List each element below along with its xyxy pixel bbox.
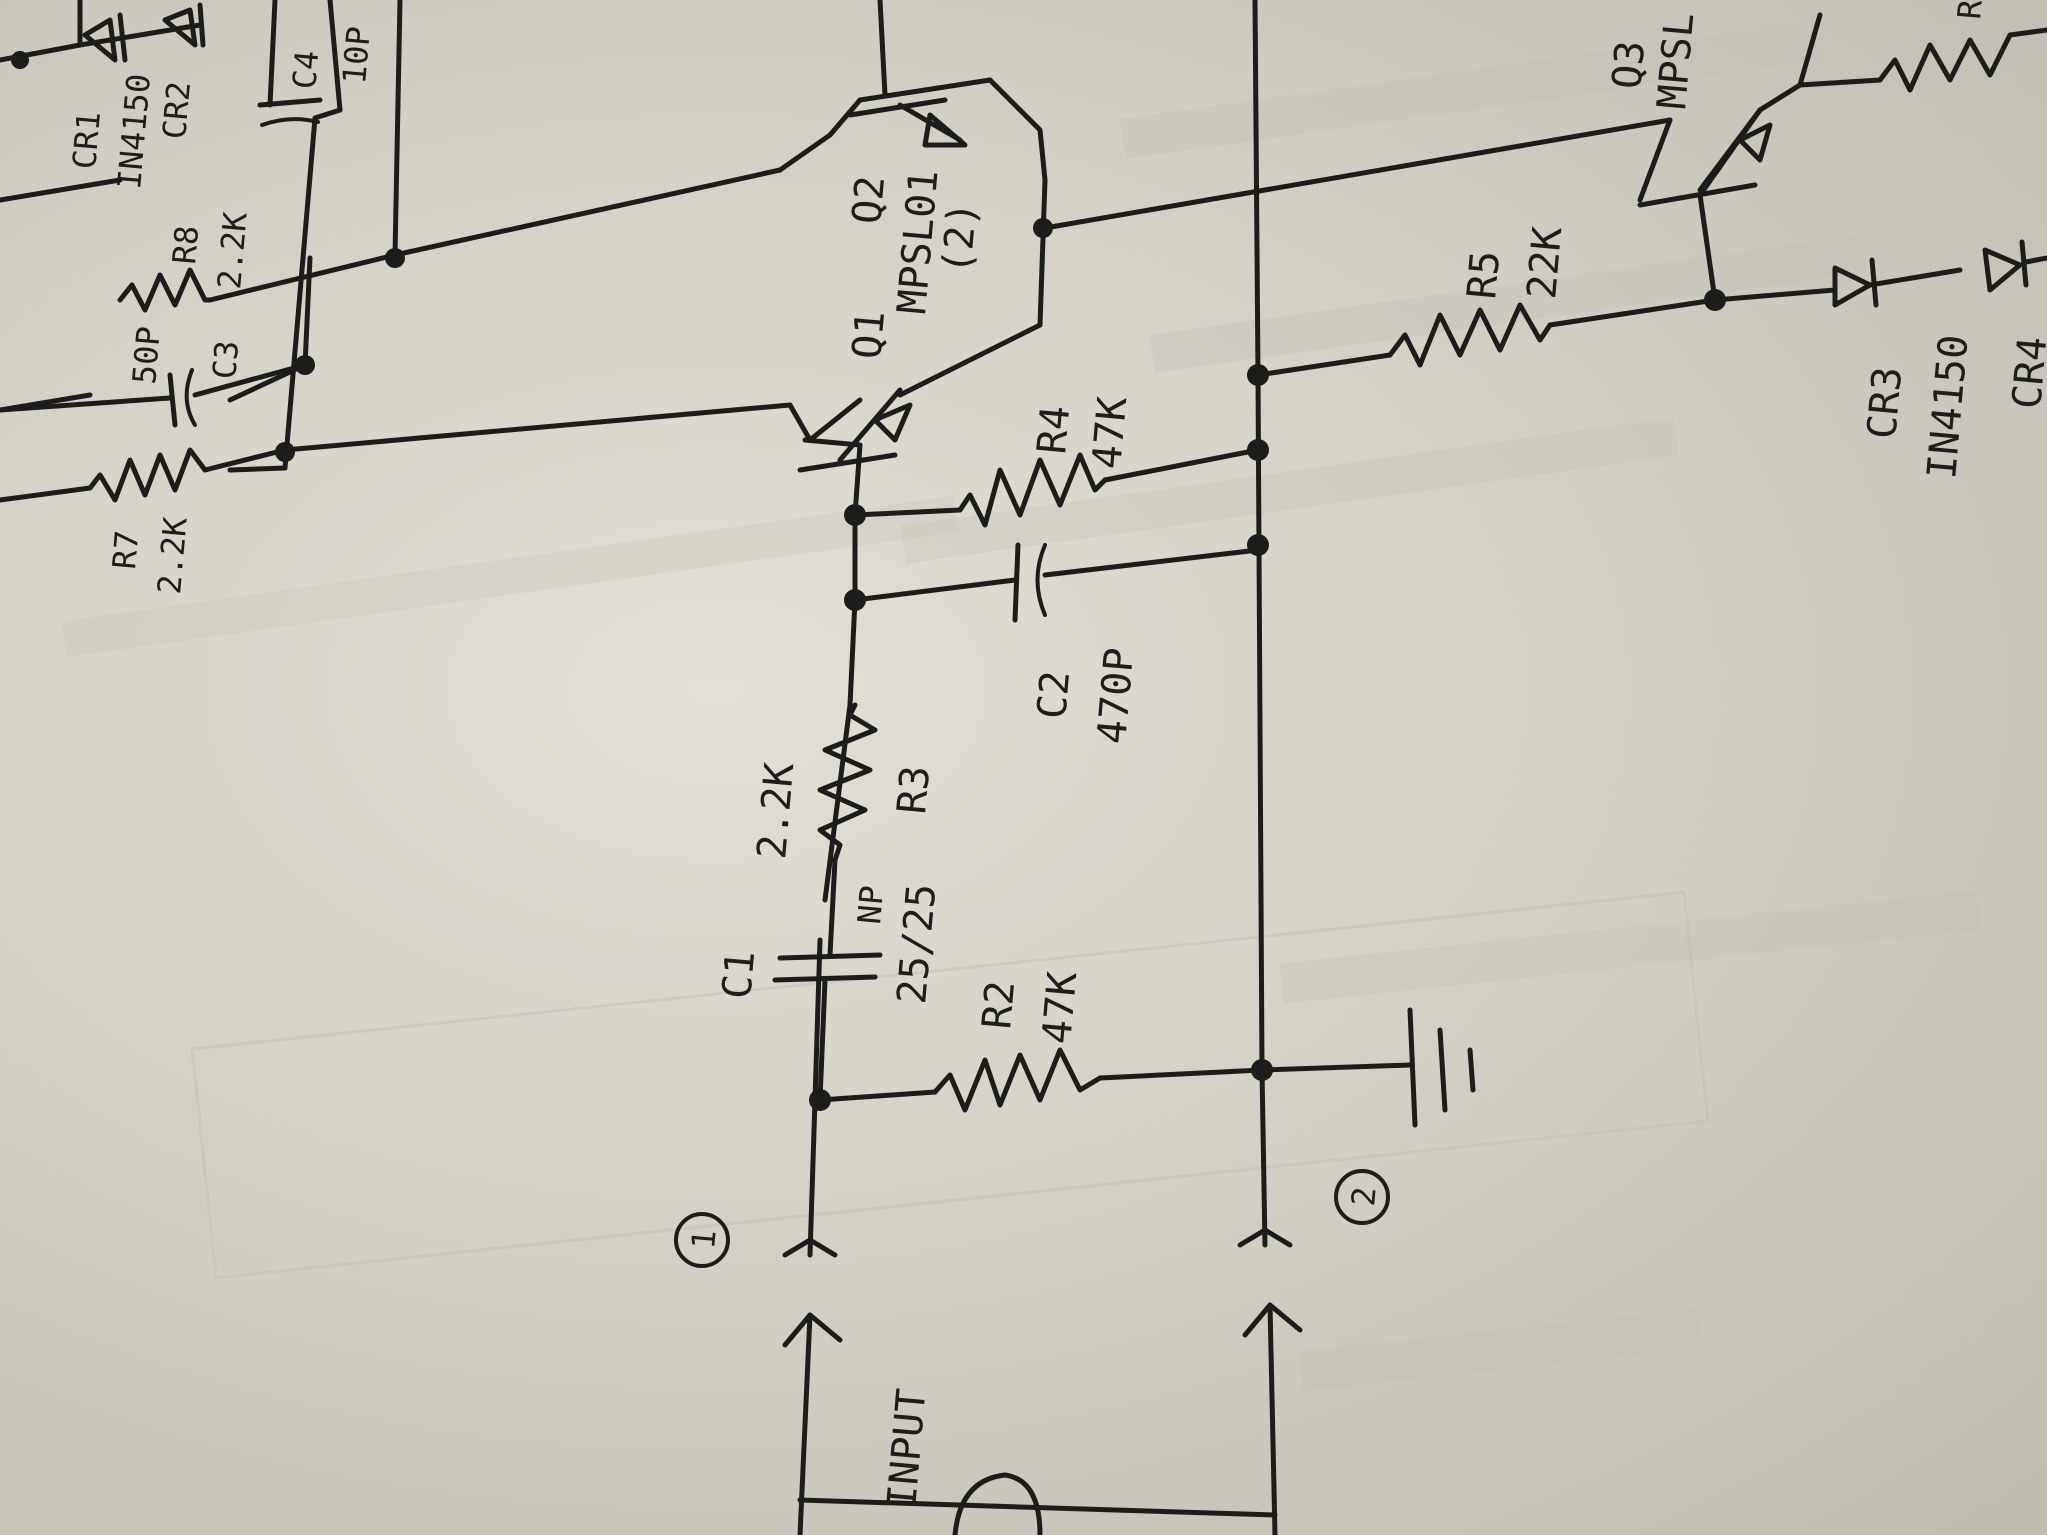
r3-value-label: 2.2K: [749, 761, 803, 861]
r2-value-label: 47K: [1034, 970, 1086, 1046]
r-partial-label: R: [1950, 0, 1990, 21]
wires: [0, 0, 1963, 1535]
transistor-q2: [847, 97, 968, 148]
cr3-ref-label: CR3: [1859, 365, 1911, 441]
input-jack-icon: [952, 1472, 1043, 1535]
cr3-part-label: IN4150: [1919, 333, 1977, 481]
cr4-ref-label: CR4: [2004, 335, 2047, 411]
resistor-r3: [817, 702, 878, 863]
r8-value-label: 2.2K: [210, 210, 255, 291]
transistor-q1: [797, 387, 913, 473]
diode-cr1: [82, 12, 128, 63]
diode-cr3: [1832, 257, 1879, 308]
q2-qty-label: (2): [934, 200, 986, 276]
capacitor-c2: [1012, 542, 1047, 623]
c3-value-label: 50P: [125, 325, 168, 386]
terminal-1-circle: [674, 1212, 730, 1268]
c1-ref-label: C1: [714, 949, 764, 1001]
c3-ref-label: C3: [205, 339, 246, 381]
diode-cr2: [162, 2, 206, 48]
r5-ref-label: R5: [1459, 249, 1509, 301]
terminal-2-label: 2: [1344, 1185, 1384, 1208]
q2-label: Q2: [844, 174, 894, 226]
terminal-1-label: 1: [684, 1228, 724, 1251]
r7-value-label: 2.2K: [150, 515, 195, 596]
r8-ref-label: R8: [165, 224, 206, 266]
c1-value-label: 25/25: [889, 882, 945, 1006]
c1-note-label: NP: [850, 884, 891, 926]
cr1-ref-label: CR1: [65, 110, 108, 171]
q3-label: Q3: [1604, 39, 1654, 91]
c2-value-label: 470P: [1089, 646, 1143, 746]
r2-ref-label: R2: [974, 979, 1024, 1031]
junction-nodes: [11, 51, 1726, 1111]
r4-value-label: 47K: [1084, 395, 1136, 471]
cr1-part-label: IN4150: [110, 72, 158, 190]
capacitor-c4: [257, 97, 323, 127]
resistor-partial: [1877, 27, 2047, 93]
labels: Q1 Q2 MPSL01 (2) Q3 MPSL R2 47K 2.2K R3 …: [65, 0, 2047, 1511]
resistor-r2: [932, 1047, 1103, 1113]
diode-cr4: [1982, 239, 2047, 293]
cr2-ref-label: CR2: [155, 80, 198, 141]
q3-part-label: MPSL: [1649, 11, 1703, 111]
r7-ref-label: R7: [105, 529, 146, 571]
terminal-2-circle: [1334, 1169, 1390, 1225]
c4-value-label: 10P: [335, 25, 378, 86]
r4-ref-label: R4: [1029, 404, 1079, 456]
bleed-through-text: [61, 21, 1981, 1391]
transistor-q3: [1637, 107, 1773, 208]
c2-ref-label: C2: [1029, 669, 1079, 721]
resistor-r4: [957, 452, 1108, 528]
ground-symbol: [1407, 1007, 1476, 1128]
c4-ref-label: C4: [285, 49, 326, 91]
resistor-r5: [1387, 302, 1553, 368]
input-label: INPUT: [879, 1387, 935, 1511]
capacitor-c3: [0, 362, 308, 428]
q1-label: Q1: [844, 309, 894, 361]
resistor-r7: [87, 447, 208, 503]
r5-value-label: 22K: [1519, 225, 1571, 301]
capacitor-c1: [772, 857, 883, 1103]
r3-ref-label: R3: [889, 764, 939, 816]
resistor-r8: [117, 267, 213, 313]
